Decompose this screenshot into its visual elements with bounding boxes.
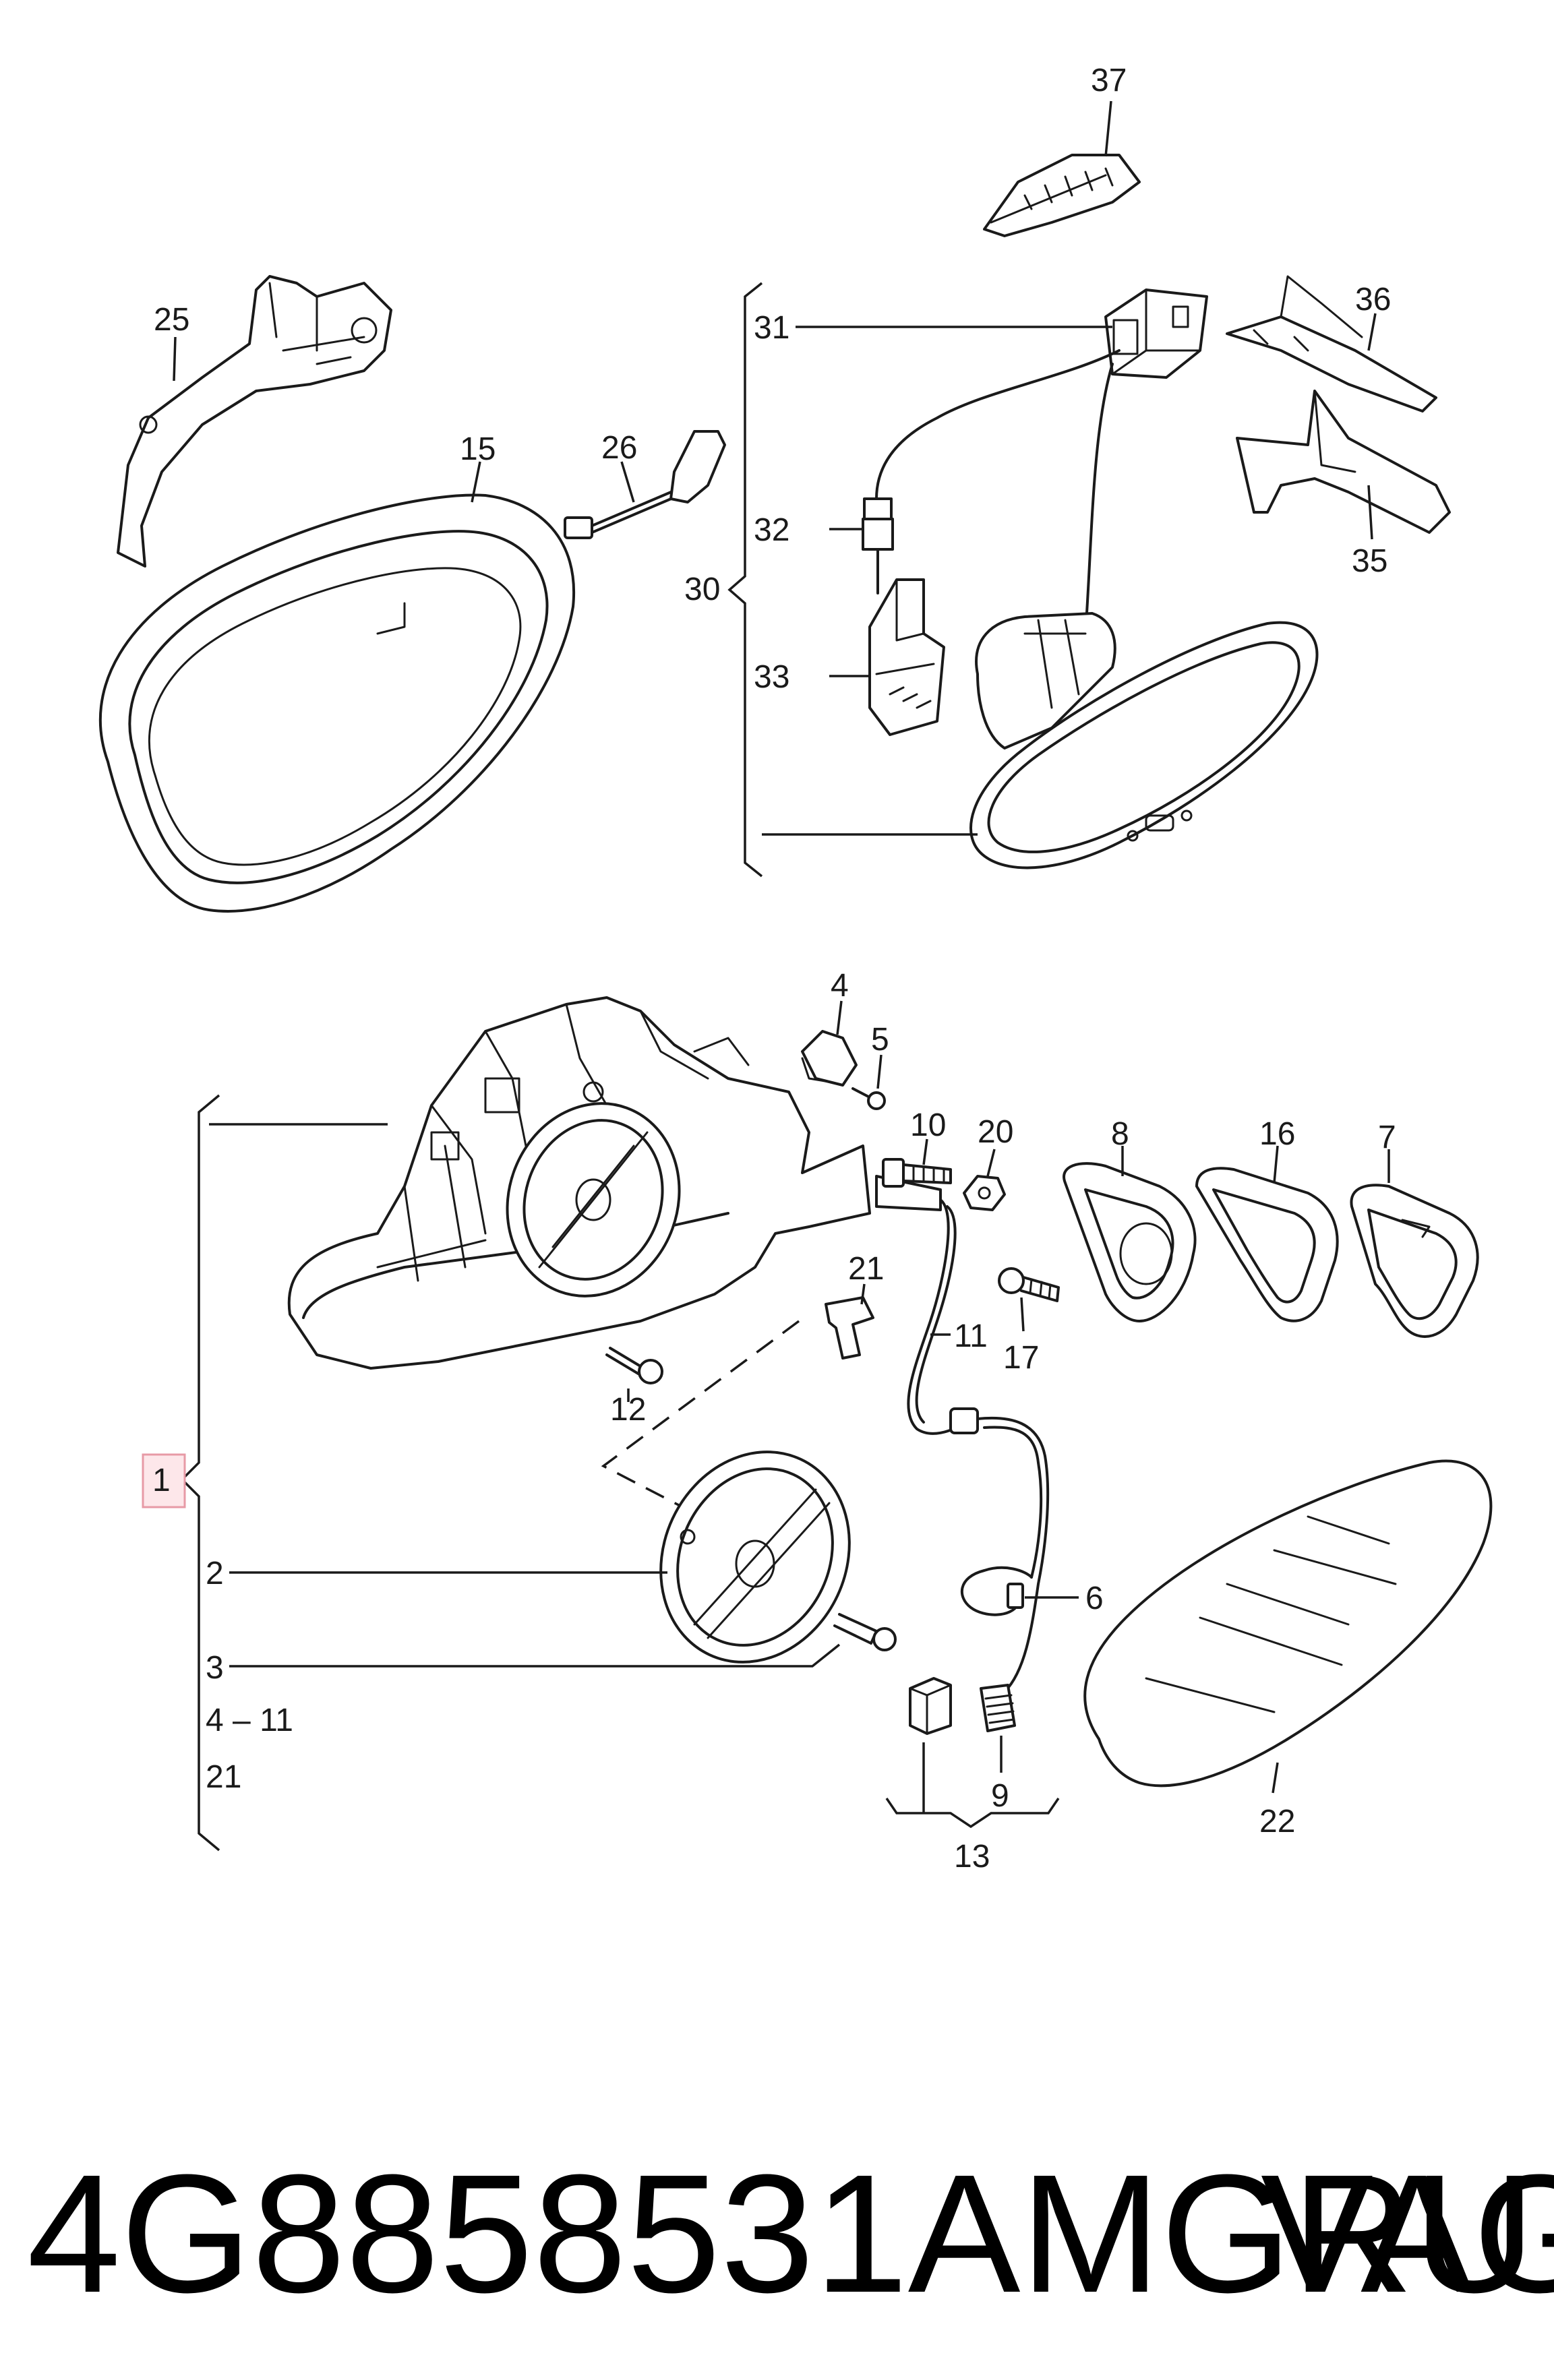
callout-17: 17 — [1003, 1340, 1039, 1376]
leader-5 — [876, 1054, 883, 1089]
callout-21: 21 — [848, 1251, 884, 1287]
part-11-cable — [907, 1198, 972, 1435]
leader-15 — [471, 461, 481, 503]
part-8-gasket — [1063, 1162, 1197, 1322]
callout-26: 26 — [601, 430, 637, 466]
part-1-mirror-base — [287, 996, 942, 1370]
callout-1: 1 — [152, 1463, 171, 1498]
part-15-housing-cover — [98, 493, 576, 913]
part-22-mirror-glass — [1083, 1459, 1493, 1788]
callout-2: 2 — [206, 1556, 224, 1591]
callout-21-included: 21 — [206, 1759, 241, 1795]
part-26-sensor-lead — [564, 430, 726, 539]
bracket-13 — [885, 1798, 1060, 1829]
wire-to-6-9 — [976, 1416, 1050, 1700]
part-31-connector — [1104, 288, 1208, 379]
callout-36: 36 — [1355, 282, 1391, 317]
part-9-connector — [980, 1684, 1016, 1732]
callout-20: 20 — [978, 1114, 1013, 1150]
callout-1-highlight — [142, 1453, 186, 1508]
part-3-screw — [833, 1613, 897, 1651]
part-11-grommet — [949, 1407, 979, 1434]
part-7-gasket — [1350, 1184, 1479, 1338]
callout-10: 10 — [910, 1107, 946, 1143]
part-6-connector — [1007, 1583, 1024, 1609]
wire-31-30 — [1084, 363, 1114, 635]
part-25-bracket — [117, 275, 392, 568]
callout-5: 5 — [871, 1022, 889, 1058]
callout-13: 13 — [954, 1839, 990, 1874]
part-32-connector — [862, 497, 894, 594]
leader-10 — [922, 1138, 928, 1165]
part-2-actuator-disk — [659, 1451, 851, 1664]
part-16-gasket — [1195, 1167, 1339, 1322]
callout-4: 4 — [831, 968, 849, 1004]
part-36-trim — [1226, 275, 1437, 413]
callout-4-11: 4 – 11 — [206, 1703, 293, 1738]
part-21-clip — [825, 1296, 874, 1360]
leader-35 — [1367, 485, 1373, 540]
callout-25: 25 — [154, 302, 189, 338]
callout-16: 16 — [1259, 1116, 1295, 1152]
callout-33: 33 — [754, 659, 789, 695]
bracket-30 — [727, 282, 763, 878]
callout-6: 6 — [1085, 1581, 1104, 1616]
callout-30: 30 — [684, 572, 720, 607]
callout-31: 31 — [754, 310, 789, 346]
dashed-reference-line — [601, 1320, 800, 1515]
leader-4 — [836, 1000, 843, 1035]
leader-37 — [1104, 100, 1112, 157]
part-35-cover — [1236, 390, 1451, 534]
part-20-nut — [963, 1175, 1006, 1211]
brand-text: VAG — [1261, 2139, 1554, 2327]
part-37-clip — [983, 154, 1141, 237]
callout-37: 37 — [1091, 63, 1127, 98]
leader-16 — [1273, 1145, 1279, 1184]
part-30-interior-mirror — [969, 612, 1319, 869]
callout-32: 32 — [754, 512, 789, 548]
leader-17 — [1020, 1297, 1025, 1332]
callout-3: 3 — [206, 1650, 224, 1686]
callout-8: 8 — [1111, 1116, 1129, 1152]
part-4-clip — [801, 1030, 858, 1087]
wire-loop-6 — [960, 1566, 1033, 1616]
part-5-screw — [851, 1087, 886, 1110]
callout-35: 35 — [1352, 543, 1387, 579]
wire-31-32 — [875, 349, 1120, 500]
leader-20 — [986, 1149, 996, 1177]
part-17-screw — [998, 1267, 1060, 1302]
leader-22 — [1272, 1762, 1279, 1794]
part-11-cable-inner — [915, 1205, 957, 1424]
callout-12: 12 — [610, 1392, 646, 1428]
callout-7: 7 — [1378, 1120, 1396, 1155]
leader-21 — [860, 1283, 866, 1305]
callout-15: 15 — [460, 431, 496, 467]
callout-9: 9 — [991, 1778, 1009, 1814]
part-number-text: 4G8858531AMGRU — [27, 2139, 1535, 2327]
wire-to-6 — [983, 1426, 1043, 1579]
callout-22: 22 — [1259, 1804, 1295, 1839]
callout-11: 11 — [954, 1318, 988, 1354]
leader-36 — [1367, 313, 1377, 351]
part-10-bolt — [882, 1158, 952, 1188]
leader-25 — [173, 336, 177, 382]
leader-3 — [229, 1643, 841, 1668]
leader-26 — [620, 461, 635, 503]
part-12-screw — [605, 1347, 663, 1384]
part-13-connector-housing — [909, 1677, 952, 1735]
part-33-switch-module — [868, 578, 945, 736]
